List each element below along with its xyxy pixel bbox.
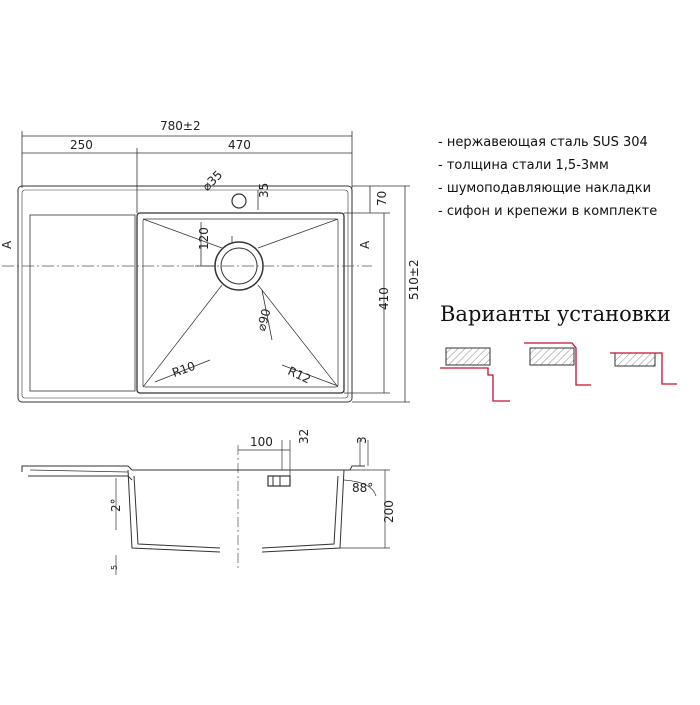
dim-overflow-offset: 100 (250, 435, 273, 449)
bowl-outline (136, 212, 345, 394)
feature-material: - нержавеющая сталь SUS 304 (438, 135, 648, 150)
dim-bottom-offset: 5 (110, 565, 119, 570)
dim-bowl-depth: 410 (377, 287, 391, 310)
drainboard-panel (29, 214, 136, 392)
dim-inner-radius: R10 (170, 359, 197, 380)
dim-slope-angle: 2° (109, 498, 123, 512)
dim-overflow-height: 32 (297, 429, 311, 444)
section-marker-left-label: A (0, 240, 14, 249)
section-marker-left: A (0, 240, 14, 249)
dim-back-margin: 70 (375, 191, 389, 206)
faucet-hole (231, 193, 247, 209)
top-view (2, 185, 372, 403)
install-variant-3 (610, 352, 677, 385)
dim-overall-width: 780±2 (160, 119, 201, 133)
dim-drainboard-width: 250 (70, 138, 93, 152)
dim-bowl-width: 470 (228, 138, 251, 152)
section-marker-right-label: A (358, 240, 372, 249)
feature-noise-pads: - шумоподавляющие накладки (438, 181, 652, 196)
feature-accessories: - сифон и крепежи в комплекте (438, 204, 658, 219)
top-dimension-lines (21, 131, 410, 403)
install-variant-1 (440, 347, 510, 402)
install-variants-title: Варианты установки (440, 302, 671, 326)
section-marker-right: A (358, 240, 372, 249)
dim-rim-thickness: 3 (355, 436, 369, 444)
dim-overall-depth: 510±2 (407, 259, 421, 300)
dim-bowl-height: 200 (382, 500, 396, 523)
side-section-view (21, 440, 390, 575)
dim-corner-radius: R12 (286, 364, 313, 387)
dim-drain-diameter: ⌀35 (199, 168, 225, 194)
dim-outlet-diameter: ⌀90 (254, 307, 273, 332)
install-variant-2 (524, 342, 591, 386)
dim-drain-to-edge: 120 (197, 227, 211, 250)
sink-outline (17, 185, 353, 403)
dim-drain-offset: 35 (257, 183, 271, 198)
feature-thickness: - толщина стали 1,5-3мм (438, 158, 609, 173)
dim-wall-angle: 88° (352, 481, 373, 495)
